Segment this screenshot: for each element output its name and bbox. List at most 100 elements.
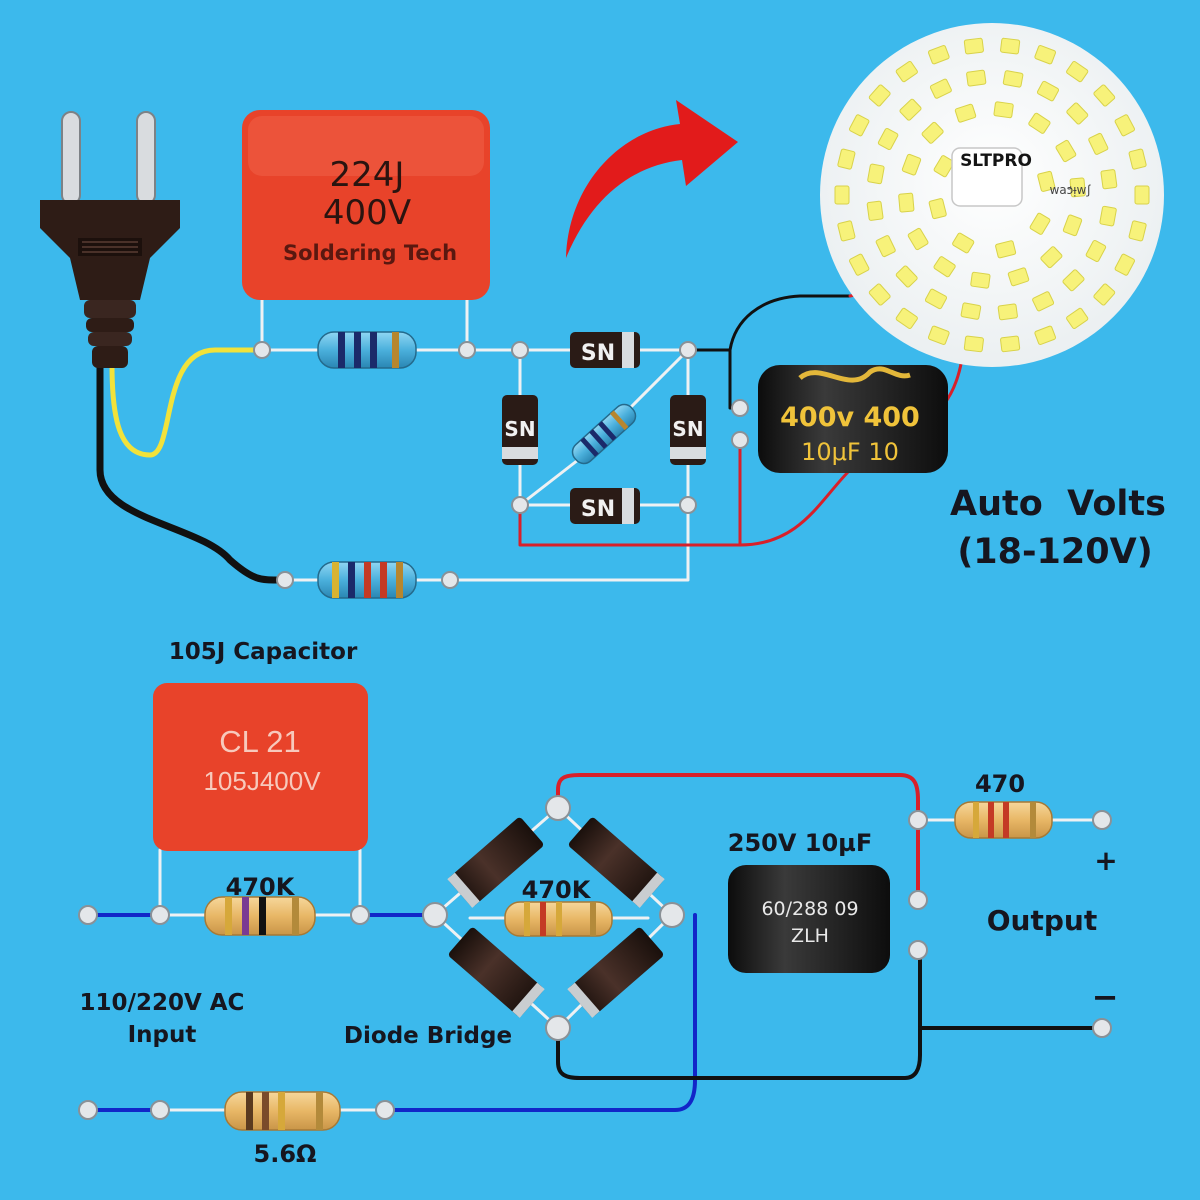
output-plus: + (1094, 844, 1117, 877)
led-chip (1114, 114, 1135, 137)
led-board-brand: SLTPRO (960, 151, 1032, 171)
led-chip (867, 163, 885, 185)
led-chip (1100, 169, 1118, 190)
resistor-diagonal (571, 403, 637, 465)
led-chip (1062, 269, 1085, 292)
led-chip (933, 256, 956, 278)
led-chip (1002, 70, 1024, 88)
resistor-470k-label-b: 470K (522, 876, 592, 904)
cap-105j-title: 105J Capacitor (169, 639, 358, 665)
led-chip (875, 235, 896, 258)
led-chip (954, 103, 977, 123)
led-chip (995, 240, 1017, 259)
led-chip (970, 271, 991, 289)
led-chip (1040, 246, 1063, 269)
led-chip (1055, 139, 1077, 163)
led-chip (963, 335, 984, 353)
cap-label-brand: Soldering Tech (283, 241, 457, 265)
power-plug (40, 111, 180, 368)
led-chip (993, 101, 1014, 119)
led-chip (1093, 283, 1116, 306)
led-chip (899, 98, 922, 121)
led-chip (952, 232, 975, 254)
led-chip (1114, 253, 1135, 276)
led-chip (1093, 84, 1116, 107)
bottom-circuit: 105J Capacitor CL 21 105J400V 470K 5.6Ω (78, 639, 1119, 1168)
led-chip (1034, 325, 1057, 345)
film-capacitor-105j: CL 21 105J400V (153, 683, 368, 851)
led-chip (1128, 148, 1147, 170)
led-chip (1062, 214, 1083, 237)
led-chip (933, 155, 955, 178)
cap-105j-rating: 105J400V (203, 766, 321, 796)
electrolytic-capacitor-top: 400ᴠ 400 10μF 10 (758, 365, 948, 473)
led-chip (966, 69, 987, 87)
led-chip (1134, 185, 1150, 205)
diode-left-label: SN (504, 417, 535, 441)
led-chip (895, 265, 918, 288)
top-circuit: 224J 400V Soldering Tech SN (40, 23, 1166, 599)
led-chip (868, 283, 891, 306)
led-chip (868, 84, 891, 107)
diode-bridge (447, 817, 665, 1018)
diode-top-label: SN (581, 341, 615, 366)
diode-bridge-label: Diode Bridge (344, 1023, 512, 1049)
led-chip (1069, 177, 1086, 198)
diode-bottom-label: SN (581, 497, 615, 522)
led-chip (921, 121, 944, 144)
led-chip (1066, 102, 1089, 125)
elcap-bottom-code: 60/288 09 (761, 898, 858, 920)
led-chip (877, 127, 899, 151)
led-chip (1034, 45, 1057, 65)
led-chip (1099, 205, 1117, 227)
led-chip (895, 61, 918, 83)
auto-volts-label: Auto Volts (950, 484, 1166, 524)
resistor-470k-input (204, 896, 316, 936)
led-chip (927, 45, 950, 65)
diode-right: SN (670, 395, 706, 465)
led-chip (898, 192, 915, 213)
led-chip (895, 307, 918, 329)
diode-right-label: SN (672, 417, 703, 441)
cap-105j-model: CL 21 (219, 724, 301, 759)
led-chip (1000, 335, 1021, 353)
elcap-top-voltage: 400ᴠ 400 (780, 402, 920, 433)
led-chip (927, 325, 950, 345)
led-board: SLTPRO ʃʍɨɕɐʍ (820, 23, 1164, 367)
led-chip (924, 288, 948, 310)
output-label: Output (987, 904, 1097, 937)
led-chip (1085, 239, 1107, 263)
led-chip (1028, 112, 1051, 134)
elcap-bottom-brand: ZLH (791, 925, 829, 947)
input-label-2: Input (128, 1022, 197, 1048)
led-chip (1000, 37, 1021, 55)
resistor-5-6-ohm (224, 1091, 341, 1131)
led-chip (866, 200, 884, 221)
led-chip (837, 220, 856, 242)
bottom-nodes (78, 795, 1112, 1120)
led-chip (929, 78, 952, 99)
led-chip (960, 302, 982, 320)
led-chip (928, 198, 947, 220)
arrow-icon (566, 100, 738, 258)
output-minus: − (1092, 978, 1119, 1016)
resistor-470-label: 470 (975, 770, 1025, 798)
electrolytic-capacitor-bottom: 60/288 09 ZLH (728, 865, 890, 973)
elcap-top-value: 10μF 10 (801, 438, 899, 466)
led-chip (849, 114, 870, 137)
input-label: 110/220V AC (80, 990, 245, 1016)
led-chip (834, 185, 850, 205)
led-chip (963, 37, 984, 55)
film-capacitor-224j: 224J 400V Soldering Tech (242, 110, 490, 300)
led-chip (849, 253, 870, 276)
led-chip (1088, 132, 1109, 155)
elcap-bottom-title: 250V 10µF (728, 829, 872, 857)
diode-top: SN (570, 332, 640, 368)
auto-volts-range: (18-120V) (957, 532, 1152, 572)
led-chip (997, 303, 1018, 321)
led-chip (1128, 220, 1147, 242)
led-chip (1037, 170, 1056, 192)
resistor-top (317, 331, 417, 369)
top-nodes (253, 341, 749, 589)
